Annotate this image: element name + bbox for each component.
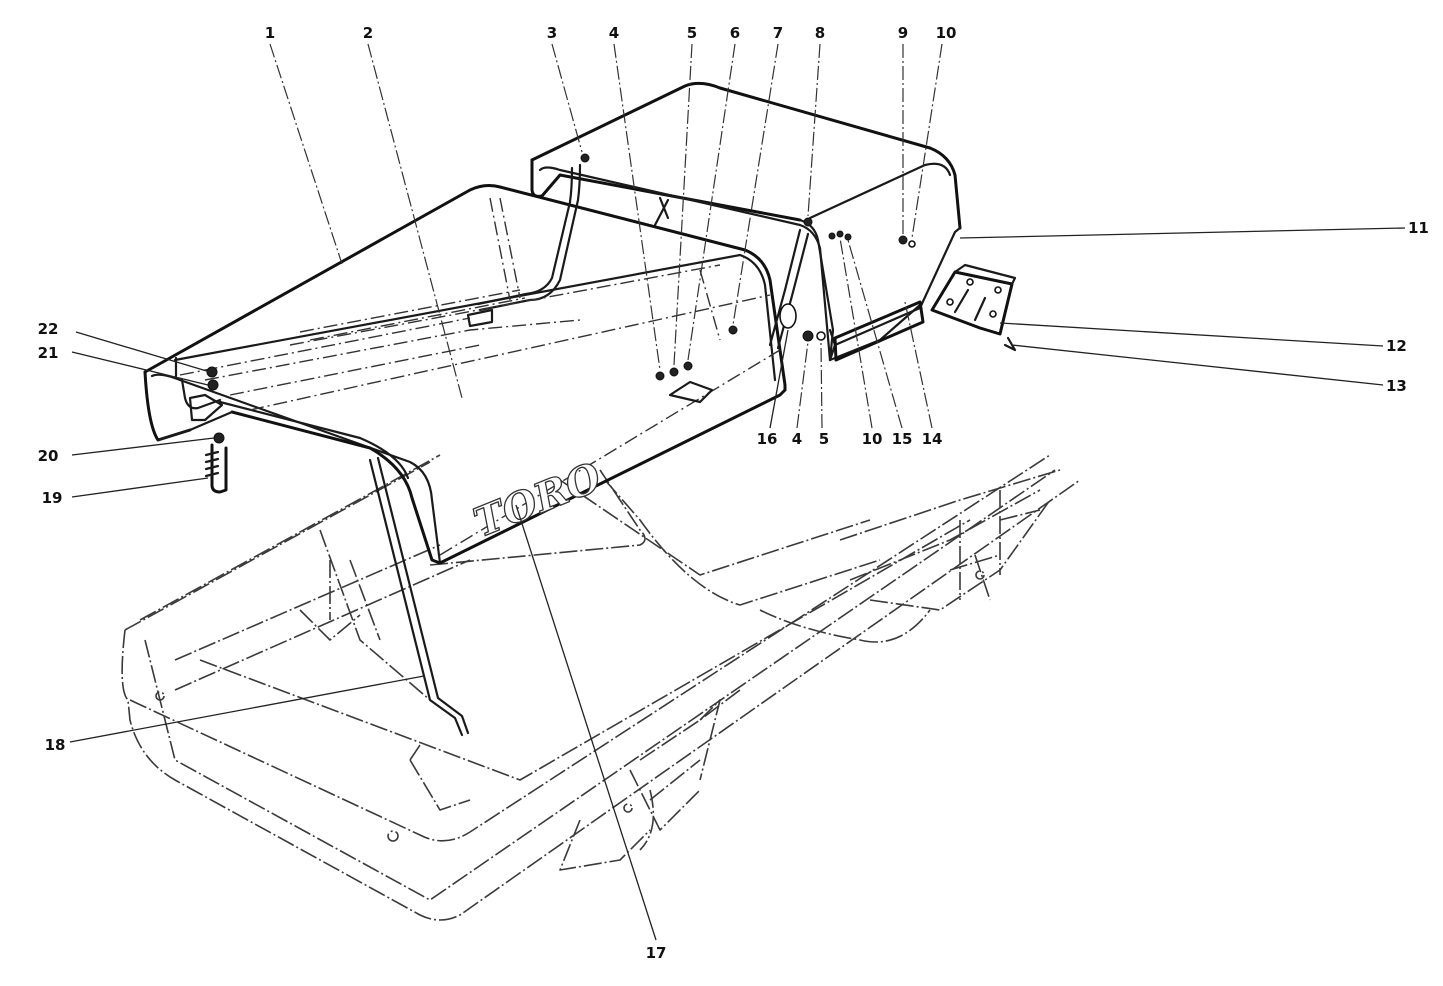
callout-5: 5 [687, 24, 697, 42]
leader-lines [69, 43, 1406, 941]
callout-14: 14 [922, 430, 943, 448]
callout-7: 7 [773, 24, 783, 42]
callout-9: 9 [898, 24, 908, 42]
callout-22: 22 [38, 320, 59, 338]
callout-16: 16 [757, 430, 778, 448]
callout-4-lower: 4 [792, 430, 802, 448]
hardware-parts [188, 153, 916, 444]
callout-17: 17 [646, 944, 667, 962]
callouts: 1 2 3 4 5 6 7 8 9 10 11 12 13 14 15 16 4… [38, 24, 1429, 962]
callout-18: 18 [45, 736, 66, 754]
callout-10-top: 10 [936, 24, 957, 42]
u-bolt [204, 443, 228, 494]
callout-3: 3 [547, 24, 557, 42]
callout-1: 1 [265, 24, 275, 42]
callout-11: 11 [1408, 219, 1429, 237]
callout-10-lower: 10 [862, 430, 883, 448]
callout-20: 20 [38, 447, 59, 465]
seat-body [143, 163, 810, 565]
callout-8: 8 [815, 24, 825, 42]
callout-15: 15 [892, 430, 913, 448]
callout-12: 12 [1386, 337, 1407, 355]
callout-13: 13 [1386, 377, 1407, 395]
toro-decal: TORO [467, 453, 609, 548]
callout-5-lower: 5 [819, 430, 829, 448]
front-cowl [530, 81, 962, 362]
callout-19: 19 [42, 489, 63, 507]
callout-6: 6 [730, 24, 740, 42]
support-rod [368, 456, 470, 737]
hinge-bracket [833, 263, 1017, 362]
callout-2: 2 [363, 24, 373, 42]
callout-4: 4 [609, 24, 619, 42]
chassis-frame [121, 454, 1081, 921]
callout-21: 21 [38, 344, 59, 362]
toro-logo-text: TORO [467, 453, 608, 546]
